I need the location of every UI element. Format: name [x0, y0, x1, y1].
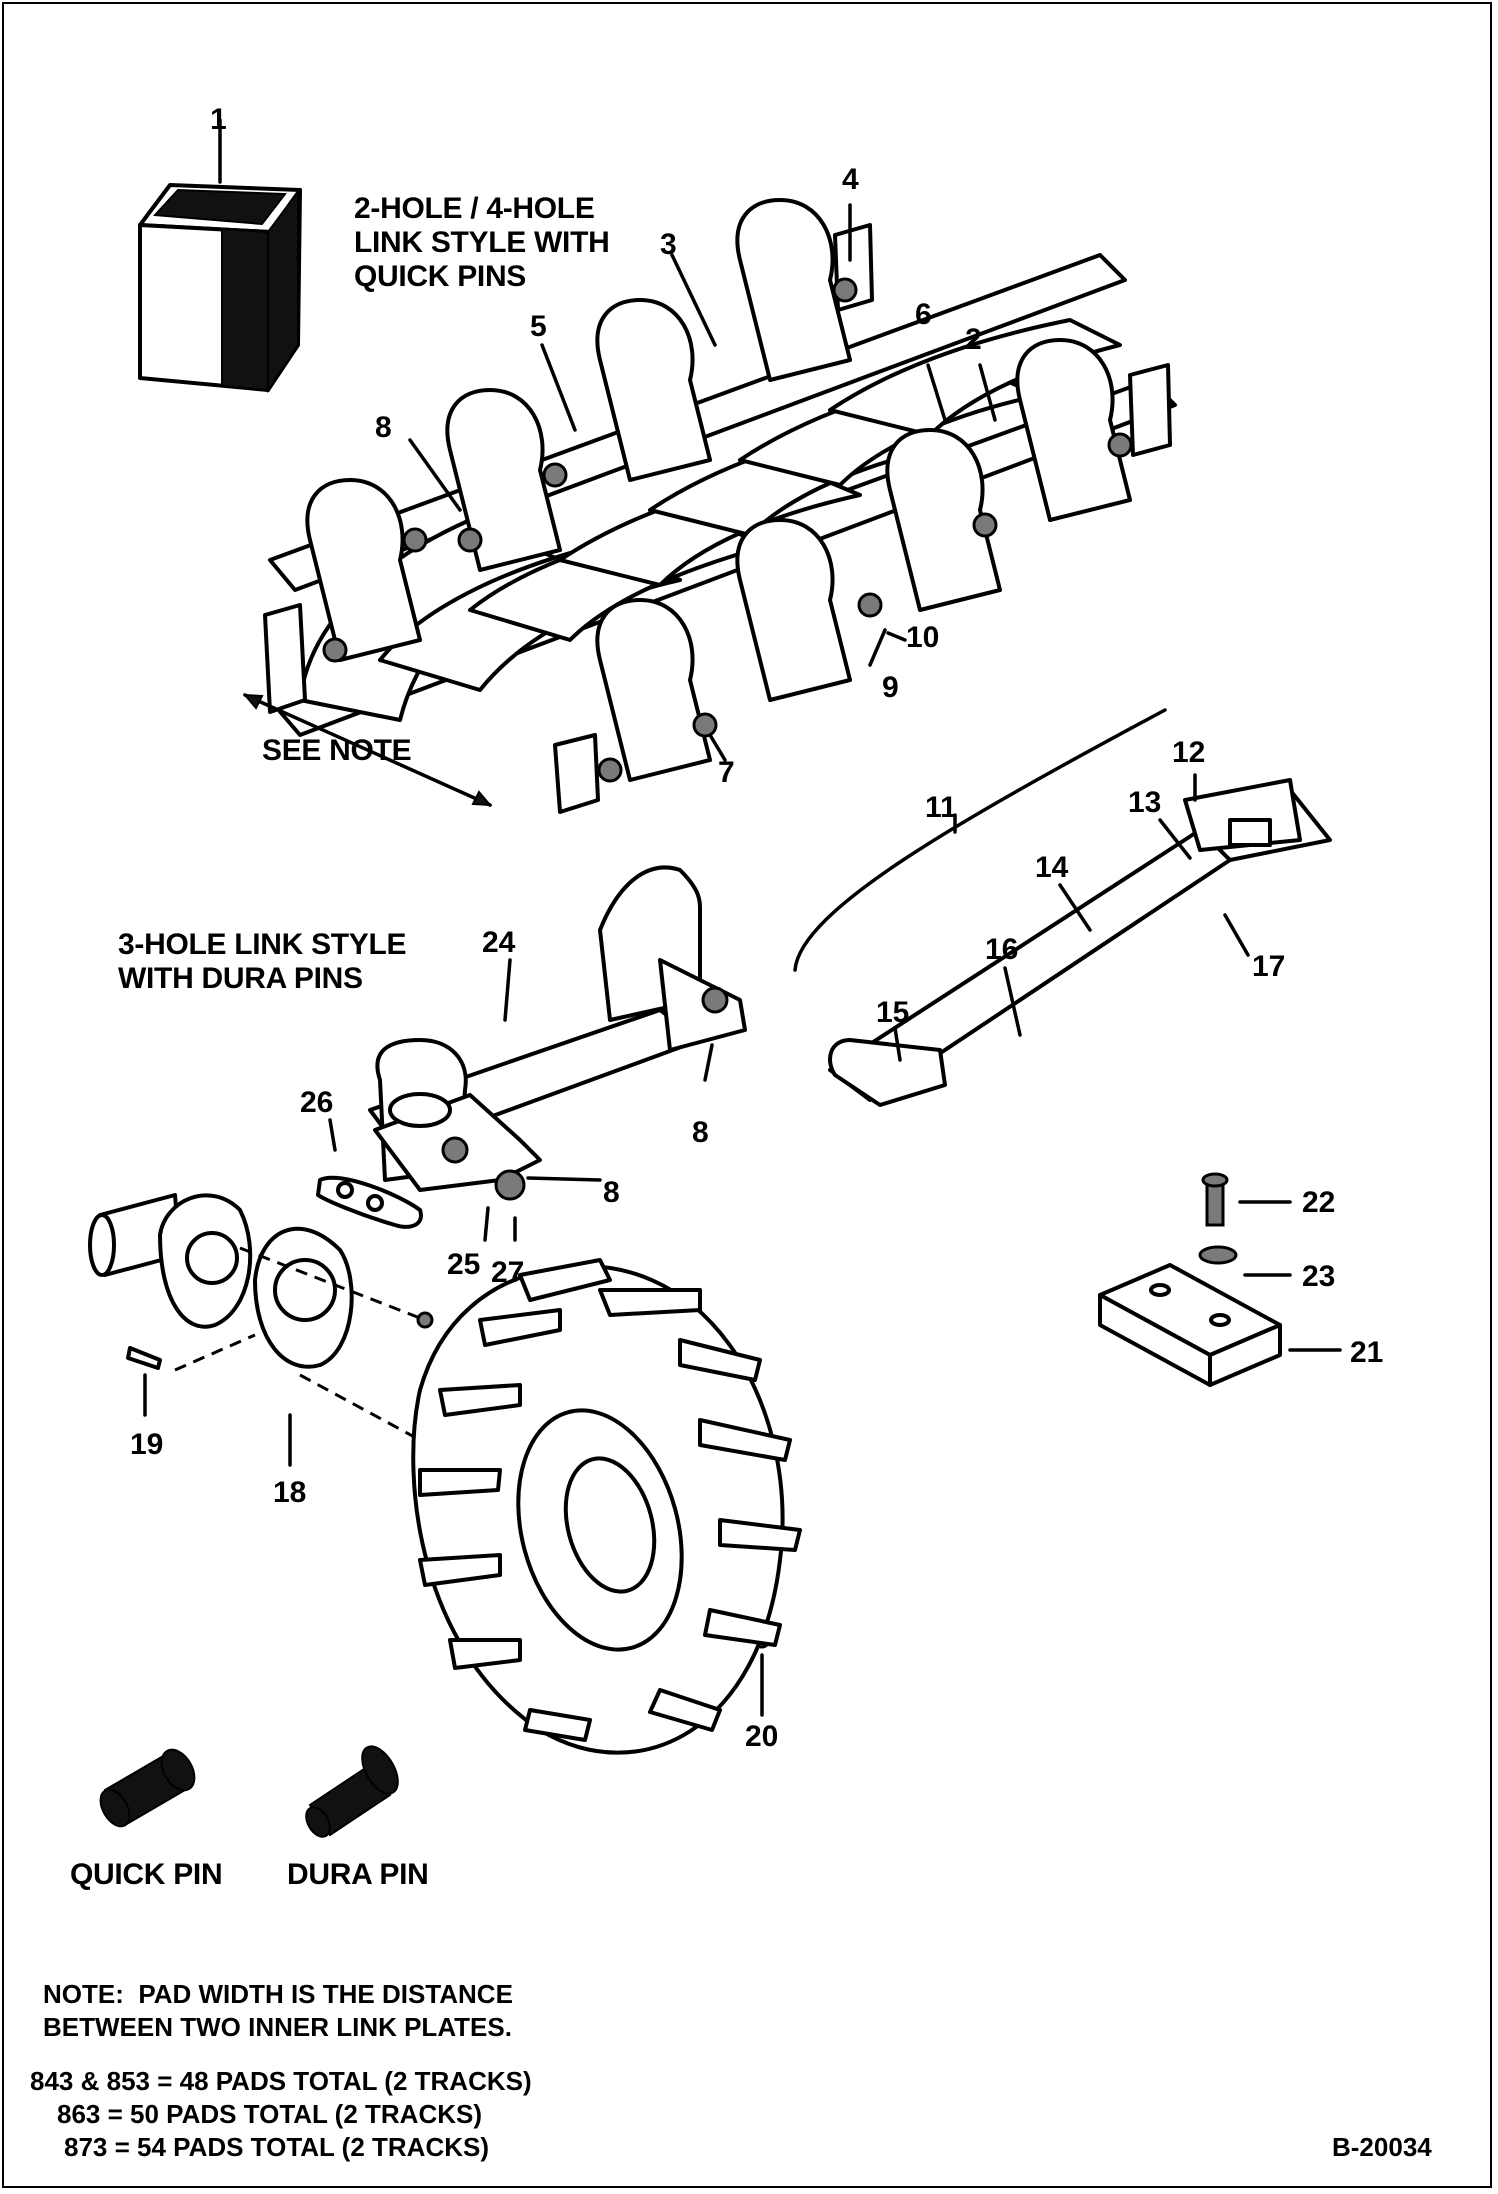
- dura-pin-style-title: 3-HOLE LINK STYLE WITH DURA PINS: [118, 928, 407, 995]
- callout-24: 24: [482, 926, 516, 959]
- callout-12: 12: [1172, 736, 1206, 769]
- callout-18: 18: [273, 1476, 307, 1509]
- callout-1: 1: [210, 103, 227, 136]
- callout-22: 22: [1302, 1186, 1336, 1219]
- rubber-track-illustration: [793, 708, 1332, 1107]
- callout-21: 21: [1350, 1336, 1384, 1369]
- callout-3: 3: [660, 228, 677, 261]
- callout-2: 2: [965, 323, 982, 356]
- dura-pin-link-illustration: [316, 865, 747, 1242]
- dura-pin-illustration: [305, 1745, 399, 1838]
- callout-26: 26: [300, 1086, 334, 1119]
- note-line-1: NOTE: PAD WIDTH IS THE DISTANCE: [43, 1979, 513, 2009]
- callout-8: 8: [375, 411, 392, 444]
- pads-line-873: 873 = 54 PADS TOTAL (2 TRACKS): [64, 2132, 490, 2162]
- callout-14: 14: [1035, 851, 1069, 884]
- dura-pin-caption: DURA PIN: [287, 1858, 429, 1891]
- callout-13: 13: [1128, 786, 1162, 819]
- quick-pin-style-title: 2-HOLE / 4-HOLE LINK STYLE WITH QUICK PI…: [354, 192, 610, 293]
- callout-6: 6: [915, 298, 932, 331]
- figure-id: B-20034: [1332, 2132, 1432, 2162]
- callout-4: 4: [842, 163, 859, 196]
- note-line-2: BETWEEN TWO INNER LINK PLATES.: [43, 2012, 512, 2042]
- quick-pin-track-illustration: [242, 198, 1177, 814]
- pads-line-863: 863 = 50 PADS TOTAL (2 TRACKS): [57, 2099, 483, 2129]
- callout-8c: 8: [603, 1176, 620, 1209]
- callout-7: 7: [718, 756, 735, 789]
- callout-23: 23: [1302, 1260, 1336, 1293]
- callout-16: 16: [985, 933, 1019, 966]
- callout-11: 11: [925, 791, 957, 824]
- callout-5: 5: [530, 310, 547, 343]
- callout-27: 27: [491, 1256, 525, 1289]
- quick-pin-caption: QUICK PIN: [70, 1858, 223, 1891]
- kit-box-illustration: [138, 118, 302, 394]
- callout-17: 17: [1252, 950, 1286, 983]
- callout-10: 10: [906, 621, 940, 654]
- wear-block-illustration: [1098, 1172, 1342, 1387]
- callout-8b: 8: [692, 1116, 709, 1149]
- wheel-hub-illustration: [88, 1193, 802, 1755]
- callout-25: 25: [447, 1248, 481, 1281]
- pads-line-843-853: 843 & 853 = 48 PADS TOTAL (2 TRACKS): [30, 2066, 532, 2096]
- quick-pin-illustration: [99, 1748, 196, 1828]
- see-note-label: SEE NOTE: [262, 734, 412, 767]
- callout-19: 19: [130, 1428, 164, 1461]
- callout-20: 20: [745, 1720, 779, 1753]
- callout-15: 15: [876, 996, 910, 1029]
- callout-9: 9: [882, 671, 899, 704]
